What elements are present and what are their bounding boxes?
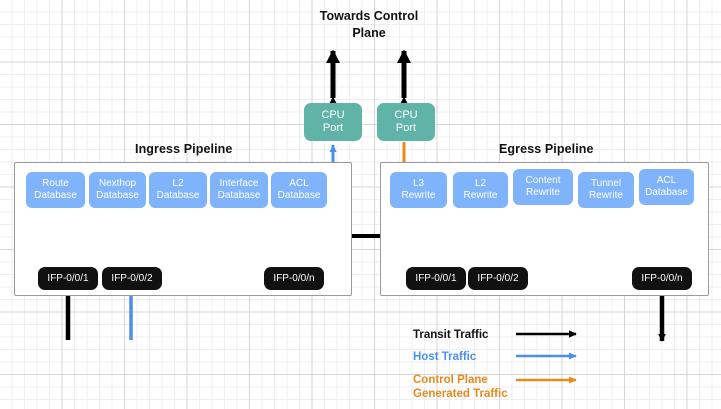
egress-block-l2-rewrite-line1: L2 xyxy=(474,178,487,189)
cpu-port-ingress-line1: CPU xyxy=(321,109,345,121)
egress-port-ifp-0-0-1[interactable]: IFP-0/0/1 xyxy=(406,267,466,290)
ingress-block-nexthop-database[interactable]: Nexthop Database xyxy=(89,172,146,208)
egress-block-tunnel-rewrite-line2: Rewrite xyxy=(589,190,623,201)
egress-port-ifp-0-0-n[interactable]: IFP-0/0/n xyxy=(632,267,692,290)
egress-block-l2-rewrite-line2: Rewrite xyxy=(463,190,498,201)
cpu-port-egress-line1: CPU xyxy=(394,109,418,121)
egress-block-l3-rewrite-line2: Rewrite xyxy=(401,190,436,201)
ingress-port-ifp-0-0-1[interactable]: IFP-0/0/1 xyxy=(38,267,98,290)
ingress-port-ifp-0-0-2[interactable]: IFP-0/0/2 xyxy=(102,267,162,290)
legend-label-control-plane-traffic: Control Plane Generated Traffic xyxy=(413,374,508,400)
egress-block-acl-database[interactable]: ACL Database xyxy=(639,169,694,205)
ingress-block-route-database-line2: Database xyxy=(34,190,77,201)
ingress-block-route-database[interactable]: Route Database xyxy=(26,172,85,208)
egress-block-content-rewrite-line1: Content xyxy=(525,175,561,186)
ingress-block-interface-database[interactable]: Interface Database xyxy=(210,172,268,208)
egress-port-ifp-0-0-2[interactable]: IFP-0/0/2 xyxy=(468,267,528,290)
cpu-port-egress[interactable]: CPU Port xyxy=(377,103,435,141)
ingress-block-route-database-line1: Route xyxy=(42,178,69,189)
egress-block-l3-rewrite[interactable]: L3 Rewrite xyxy=(390,172,447,208)
egress-block-l3-rewrite-line1: L3 xyxy=(412,178,425,189)
ingress-block-acl-database-line2: Database xyxy=(277,190,321,201)
towards-control-plane-label: Towards Control Plane xyxy=(319,9,419,40)
egress-block-acl-database-line2: Database xyxy=(645,187,688,198)
ingress-port-ifp-0-0-n[interactable]: IFP-0/0/n xyxy=(264,267,324,290)
ingress-block-acl-database[interactable]: ACL Database xyxy=(271,172,327,208)
egress-block-content-rewrite-line2: Rewrite xyxy=(526,187,560,198)
ingress-block-nexthop-database-line1: Nexthop xyxy=(98,178,137,189)
legend-label-host-traffic: Host Traffic xyxy=(413,351,477,363)
egress-block-tunnel-rewrite-line1: Tunnel xyxy=(590,178,622,189)
cpu-port-egress-line2: Port xyxy=(395,122,417,134)
ingress-block-nexthop-database-line2: Database xyxy=(96,190,139,201)
egress-block-acl-database-line1: ACL xyxy=(656,175,677,186)
ingress-block-l2-database-line1: L2 xyxy=(172,178,184,189)
egress-block-tunnel-rewrite[interactable]: Tunnel Rewrite xyxy=(578,172,634,208)
ingress-block-interface-database-line1: Interface xyxy=(219,178,259,189)
egress-block-content-rewrite[interactable]: Content Rewrite xyxy=(513,169,573,205)
egress-pipeline-title: Egress Pipeline xyxy=(499,142,594,156)
ingress-block-acl-database-line1: ACL xyxy=(289,178,309,189)
ingress-block-interface-database-line2: Database xyxy=(217,190,261,201)
ingress-pipeline-title: Ingress Pipeline xyxy=(135,142,233,156)
cpu-port-ingress-line2: Port xyxy=(322,122,344,134)
ingress-block-l2-database-line2: Database xyxy=(156,190,200,201)
egress-block-l2-rewrite[interactable]: L2 Rewrite xyxy=(453,172,508,208)
ingress-block-l2-database[interactable]: L2 Database xyxy=(149,172,207,208)
cpu-port-ingress[interactable]: CPU Port xyxy=(304,103,362,141)
legend-label-transit-traffic: Transit Traffic xyxy=(413,329,489,341)
